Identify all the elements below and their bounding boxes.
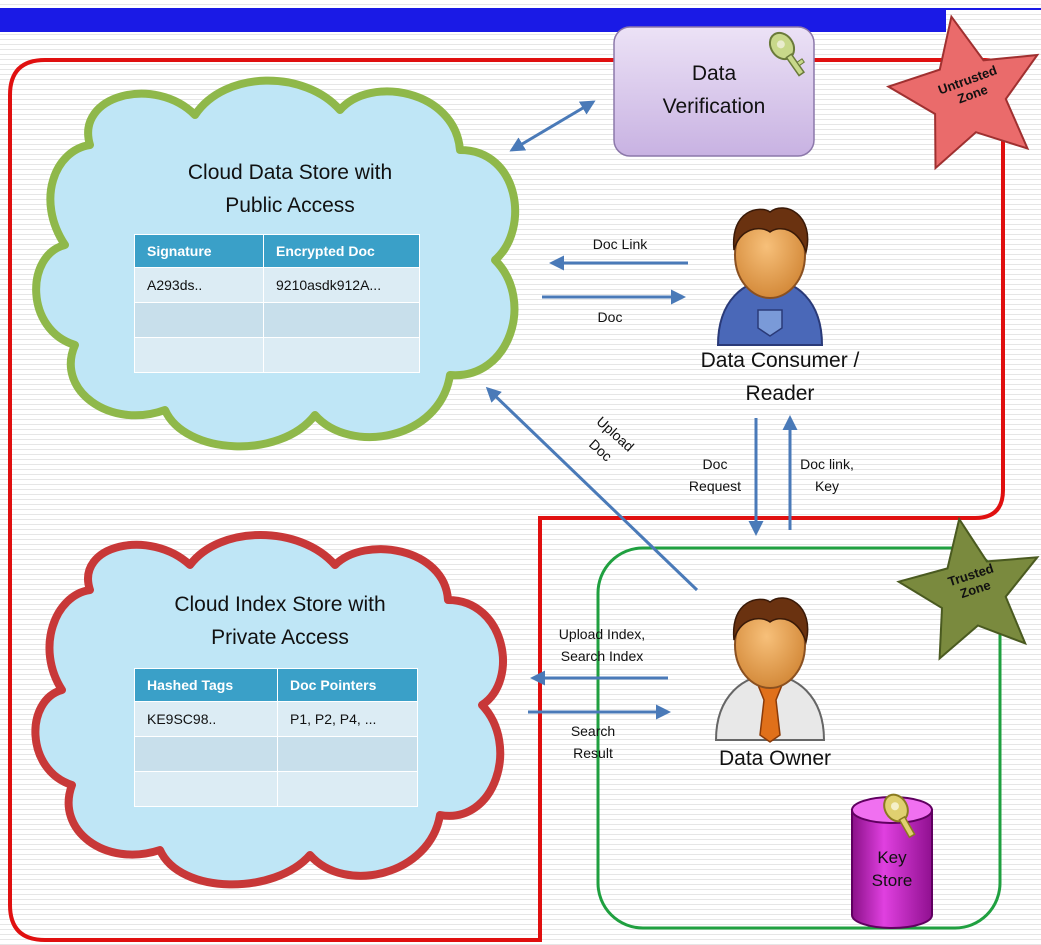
table-row [134, 337, 420, 373]
private-store-table: Hashed Tags Doc Pointers KE9SC98.. P1, P… [134, 668, 418, 807]
private-store-title-line1: Cloud Index Store with [174, 593, 386, 616]
upload-index-label: Upload Index, Search Index [538, 623, 666, 667]
public-store-title-line2: Public Access [225, 194, 355, 217]
column-header: Doc Pointers [277, 668, 418, 702]
owner-label: Data Owner [718, 747, 832, 770]
trusted-zone-star [896, 516, 1040, 661]
table-header-row: Hashed Tags Doc Pointers [134, 668, 418, 702]
key-store-label-line2: Store [871, 871, 913, 890]
table-cell: KE9SC98.. [134, 701, 278, 737]
data-verification-node [613, 26, 815, 157]
key-store-cylinder [851, 793, 933, 929]
public-store-title-line1: Cloud Data Store with [187, 161, 393, 184]
upload-doc-arrow [485, 386, 699, 592]
table-cell: A293ds.. [134, 267, 264, 303]
trusted-zone-border [596, 546, 1002, 930]
table-cell [134, 302, 264, 338]
consumer-label: Data Consumer / Reader [670, 344, 890, 410]
table-cell [263, 337, 420, 373]
key-icon [768, 31, 806, 77]
consumer-label-line2: Reader [745, 382, 815, 405]
consumer-label-line1: Data Consumer / [700, 349, 860, 372]
arrows [485, 100, 798, 720]
table-cell: P1, P2, P4, ... [277, 701, 418, 737]
verification-label-line2: Verification [662, 95, 766, 118]
table-cell [134, 337, 264, 373]
doc-link-key-label-line1: Doc link, [800, 456, 854, 472]
untrusted-zone-star [885, 14, 1040, 171]
table-cell [277, 736, 418, 772]
doc-request-label-line1: Doc [702, 456, 728, 472]
key-store-label: Key Store [852, 846, 932, 892]
upload-index-label-line2: Search Index [560, 648, 644, 664]
column-header: Hashed Tags [134, 668, 278, 702]
search-result-label-line2: Result [573, 745, 613, 761]
public-store-title: Cloud Data Store with Public Access [140, 156, 440, 222]
table-row [134, 736, 418, 772]
table-cell [277, 771, 418, 807]
data-owner-business-user-icon [714, 597, 826, 743]
doc-label: Doc [597, 309, 623, 325]
verification-label-line1: Data [691, 62, 737, 85]
column-header: Encrypted Doc [263, 234, 420, 268]
table-cell [263, 302, 420, 338]
doc-link-key-label: Doc link, Key [790, 453, 864, 497]
doc-request-label: Doc Request [680, 453, 750, 497]
search-result-label: Search Result [552, 720, 634, 764]
public-store-table: Signature Encrypted Doc A293ds.. 9210asd… [134, 234, 420, 373]
table-cell [134, 771, 278, 807]
table-row [134, 771, 418, 807]
verification-arrow [509, 100, 596, 152]
doc-request-label-line2: Request [688, 478, 742, 494]
table-row: A293ds.. 9210asdk912A... [134, 267, 420, 303]
table-row [134, 302, 420, 338]
private-store-title: Cloud Index Store with Private Access [130, 588, 430, 654]
data-consumer-user-icon [716, 207, 824, 346]
upload-index-label-line1: Upload Index, [558, 626, 646, 642]
key-store-label-line1: Key [877, 848, 907, 867]
private-store-title-line2: Private Access [211, 626, 349, 649]
table-cell: 9210asdk912A... [263, 267, 420, 303]
doc-link-label: Doc Link [592, 236, 648, 252]
key-icon [883, 793, 916, 839]
search-result-label-line1: Search [570, 723, 616, 739]
verification-label: Data Verification [630, 57, 798, 123]
column-header: Signature [134, 234, 264, 268]
table-header-row: Signature Encrypted Doc [134, 234, 420, 268]
table-cell [134, 736, 278, 772]
table-row: KE9SC98.. P1, P2, P4, ... [134, 701, 418, 737]
doc-link-key-label-line2: Key [814, 478, 840, 494]
